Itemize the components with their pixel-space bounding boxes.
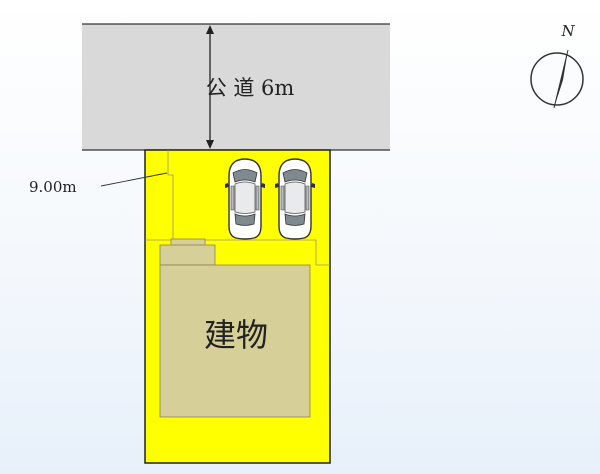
frontage-dimension: 9.00m bbox=[29, 172, 168, 196]
building-porch bbox=[159, 244, 216, 266]
north-label: N bbox=[560, 22, 575, 40]
frontage-leader-line bbox=[100, 172, 168, 187]
car-icon bbox=[274, 158, 316, 240]
north-compass: N bbox=[530, 22, 584, 109]
car-icon bbox=[224, 158, 266, 240]
building-footprint bbox=[159, 264, 311, 418]
road-label: 公 道 6m bbox=[206, 76, 295, 100]
road-width-arrow bbox=[206, 25, 214, 149]
compass-ring bbox=[530, 52, 584, 106]
frontage-label: 9.00m bbox=[29, 178, 77, 196]
building: 建物 bbox=[159, 238, 311, 418]
public-road: 公 道 6m bbox=[82, 23, 390, 151]
building-label: 建物 bbox=[204, 316, 268, 354]
